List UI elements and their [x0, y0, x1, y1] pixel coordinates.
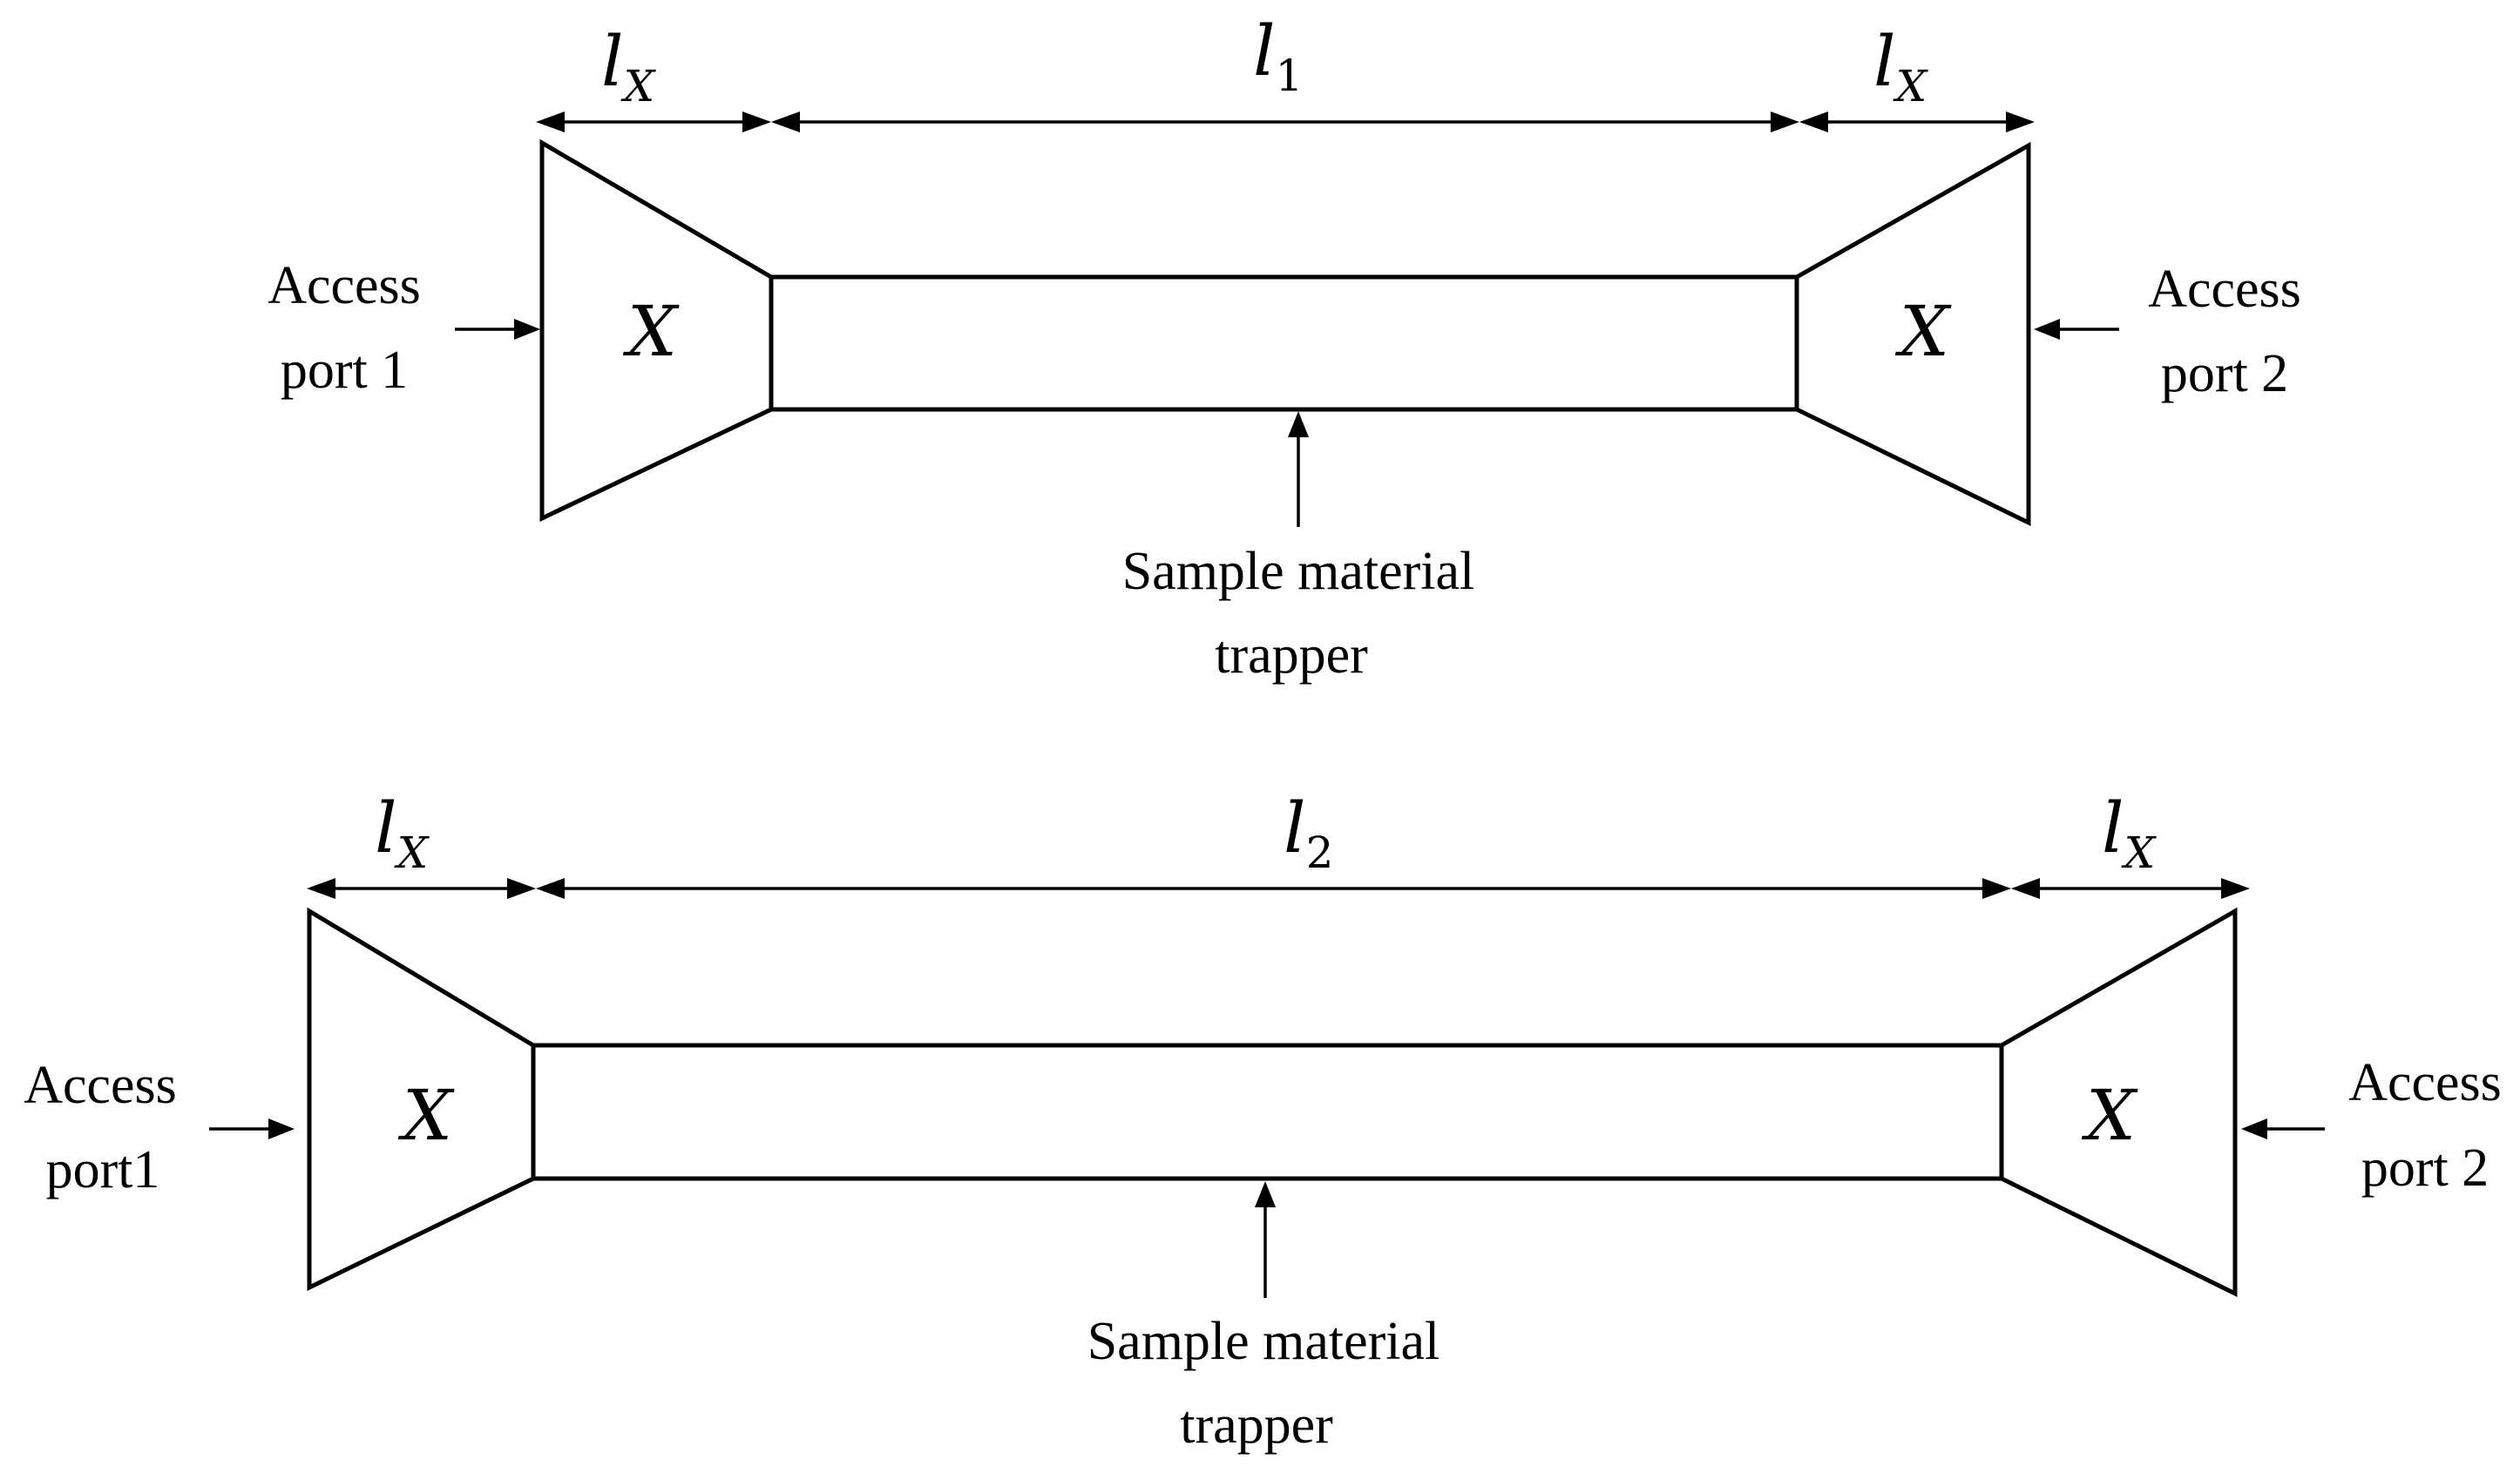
bottom-dim-lx-right-arrowhead-left [2011, 878, 2040, 899]
bottom-trapper-arrowhead [1255, 1181, 1276, 1207]
top-port-right-line2: port 2 [2161, 344, 2288, 403]
top-dim-lx-left-main: l [601, 21, 624, 102]
bottom-right-transition-section [1999, 907, 2238, 1298]
bottom-dim-lx-right-label: lX [2102, 787, 2158, 878]
bottom-port-right-arrowhead [2241, 1118, 2267, 1139]
top-dim-lx-left-sub: X [620, 61, 657, 111]
top-dim-lx-left-label: lX [601, 21, 657, 111]
top-dim-l1-main: l [1253, 10, 1276, 91]
top-dim-lx-left-arrowhead-left [536, 111, 565, 132]
bottom-dim-lx-right-arrowhead-right [2221, 878, 2250, 899]
bottom-dim-lx-right-main: l [2102, 787, 2124, 868]
bottom-sample-tube [531, 1043, 2004, 1181]
top-dim-l1-label: l1 [1253, 10, 1303, 101]
bottom-dim-l2-main: l [1284, 787, 1306, 868]
top-sample-tube [769, 274, 1799, 412]
bottom-port-left-arrowhead [268, 1118, 295, 1139]
bottom-trapper-label-line2: trapper [1180, 1395, 1333, 1455]
bottom-left-section-label: X [397, 1075, 455, 1156]
bottom-trapper-label-line1: Sample material [1087, 1312, 1440, 1371]
bottom-dimension-lines [307, 878, 2250, 899]
top-dim-lx-right-arrowhead-right [2006, 111, 2035, 132]
top-right-section-label: X [1894, 291, 1952, 372]
top-port-left-line1: Access [268, 256, 421, 315]
top-dimension-lines [536, 111, 2035, 132]
top-dim-lx-right-main: l [1873, 21, 1896, 102]
top-trapper-arrowhead [1288, 411, 1309, 437]
bottom-dim-lx-left-sub: X [394, 828, 430, 878]
bottom-dim-l2-arrowhead-right [1982, 878, 2011, 899]
bottom-dim-l2-label: l2 [1284, 787, 1333, 878]
top-trapper-label-line2: trapper [1215, 625, 1368, 685]
top-port-right-arrowhead [2034, 319, 2060, 340]
top-dim-l1-arrowhead-right [1771, 111, 1799, 132]
top-dim-lx-left-arrowhead-right [742, 111, 771, 132]
top-port-right-line1: Access [2148, 260, 2301, 319]
bottom-dim-lx-left-arrowhead-right [507, 878, 536, 899]
bottom-dim-l2-sub: 2 [1306, 828, 1334, 878]
top-dim-lx-right-label: lX [1873, 21, 1929, 111]
bottom-port-left-line2: port1 [46, 1140, 160, 1199]
bottom-dim-lx-left-label: lX [375, 787, 430, 878]
bottom-port-left-line1: Access [24, 1056, 177, 1115]
top-left-section-label: X [622, 291, 680, 372]
top-configuration: lX l1 lX X X Access port 1 Access port 2… [268, 10, 2301, 685]
top-dim-lx-right-sub: X [1893, 61, 1929, 111]
bottom-dim-lx-right-sub: X [2121, 828, 2158, 878]
top-dim-l1-sub: 1 [1276, 51, 1304, 101]
top-trapper-label-line1: Sample material [1122, 542, 1475, 601]
bottom-dim-lx-left-main: l [375, 787, 397, 868]
top-port-left-line2: port 1 [281, 341, 408, 400]
top-port-left-arrowhead [514, 319, 540, 340]
top-right-transition-section [1794, 141, 2031, 527]
bottom-dim-l2-arrowhead-left [536, 878, 565, 899]
top-dim-l1-arrowhead-left [771, 111, 800, 132]
bottom-configuration: lX l2 lX X X Access port1 Access port 2 … [24, 787, 2502, 1455]
bottom-right-section-label: X [2081, 1075, 2138, 1156]
top-dim-lx-right-arrowhead-left [1799, 111, 1828, 132]
bottom-port-right-line1: Access [2348, 1053, 2502, 1112]
bottom-dim-lx-left-arrowhead-left [307, 878, 335, 899]
bottom-port-right-line2: port 2 [2361, 1139, 2489, 1198]
